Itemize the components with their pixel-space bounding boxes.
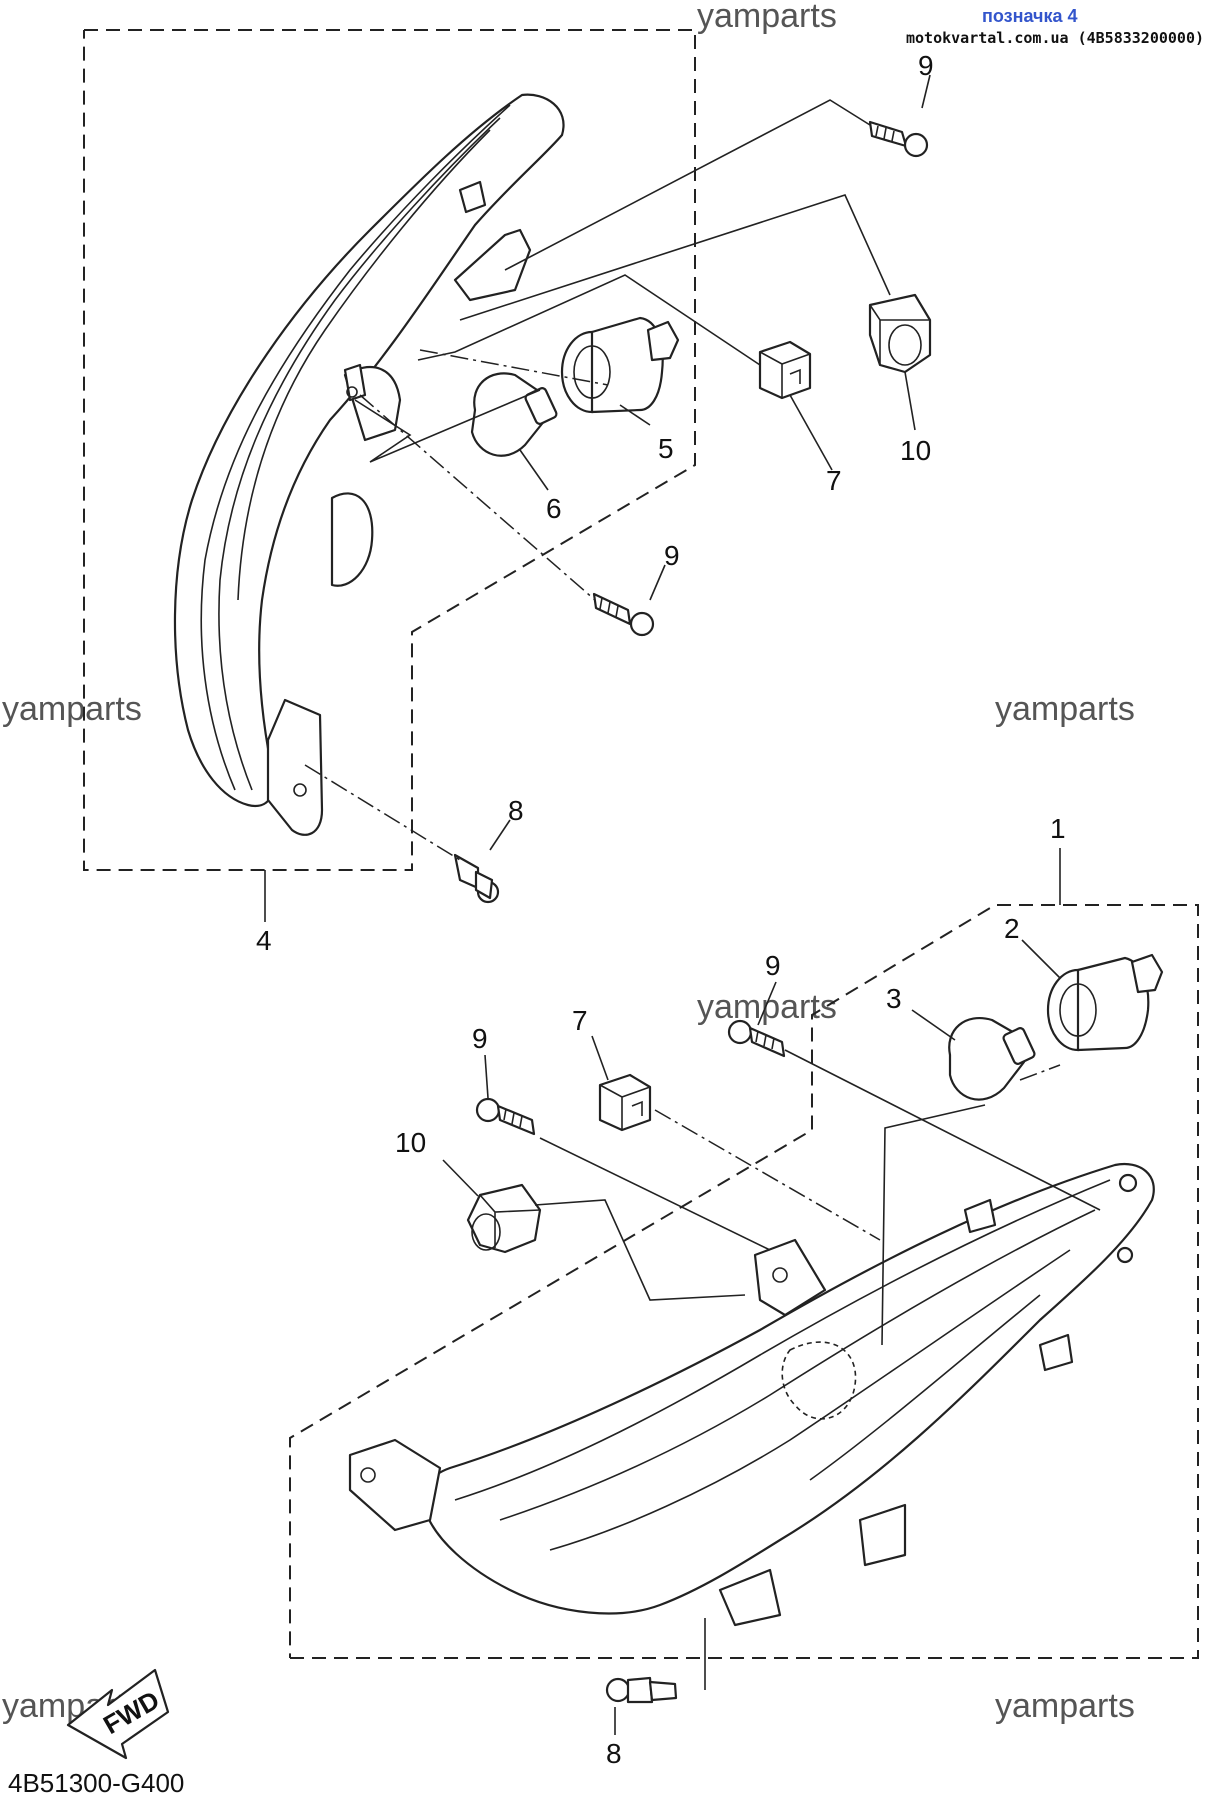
lower-screw-a xyxy=(727,1019,786,1058)
watermark-bottom-right: yamparts xyxy=(995,1687,1135,1725)
assembly-4-boundary xyxy=(83,29,696,871)
leader-lower-b xyxy=(784,1049,1101,1211)
callout-9: 9 xyxy=(664,540,680,571)
fwd-arrow: FWD xyxy=(66,1668,170,1760)
lower-cushion xyxy=(598,1073,652,1132)
watermark-top: yamparts xyxy=(697,0,837,35)
lower-clip xyxy=(466,1183,542,1254)
watermark-right: yamparts xyxy=(995,690,1135,728)
callout-9: 9 xyxy=(918,50,934,81)
callout-9: 9 xyxy=(765,950,781,981)
upper-screw-b xyxy=(592,592,655,637)
callout-8: 8 xyxy=(606,1738,622,1769)
callout-10: 10 xyxy=(900,435,931,466)
callout-10: 10 xyxy=(395,1127,426,1158)
lower-rivet xyxy=(605,1676,678,1704)
callout-8: 8 xyxy=(508,795,524,826)
callout-3: 3 xyxy=(886,983,902,1014)
leader-lower-c xyxy=(534,1199,746,1301)
upper-rivet xyxy=(453,853,500,904)
callout-7: 7 xyxy=(826,465,842,496)
leader-lower-f xyxy=(1019,1064,1061,1081)
leader-upper-f xyxy=(304,764,461,861)
upper-bulb-socket xyxy=(560,316,680,414)
leader-lower-e xyxy=(881,1104,986,1346)
lower-screw-b xyxy=(475,1097,536,1136)
callout-9: 9 xyxy=(472,1023,488,1054)
header-label: позначка 4 xyxy=(982,6,1078,26)
lower-lens-housing xyxy=(348,1162,1155,1627)
leader-upper-g xyxy=(419,349,609,386)
leader-upper-e xyxy=(359,394,596,601)
upper-lens-housing xyxy=(173,93,565,836)
leader-upper-d xyxy=(354,389,541,463)
diagram-code: 4B51300-G400 xyxy=(8,1768,184,1798)
callout-7: 7 xyxy=(572,1005,588,1036)
lower-bulb xyxy=(948,1017,1036,1101)
leader-upper-b xyxy=(459,194,891,321)
assembly-1-boundary xyxy=(289,904,1199,1659)
upper-bulb xyxy=(470,372,558,457)
watermark-middle: yamparts xyxy=(697,988,837,1026)
callout-5: 5 xyxy=(658,433,674,464)
leader-lower-d xyxy=(654,1109,881,1241)
callout-4: 4 xyxy=(256,925,272,956)
leader-upper-a xyxy=(504,99,871,271)
upper-clip xyxy=(868,293,932,374)
upper-screw-a xyxy=(868,120,929,158)
lower-bulb-socket xyxy=(1046,953,1164,1052)
watermark-left: yamparts xyxy=(2,690,142,728)
callout-1: 1 xyxy=(1050,813,1066,844)
leader-upper-c xyxy=(417,274,761,366)
callout-2: 2 xyxy=(1004,913,1020,944)
upper-cushion xyxy=(758,340,812,400)
header-source: motokvartal.com.ua (4B5833200000) xyxy=(906,29,1204,47)
leader-lower-a xyxy=(539,1137,771,1251)
callout-6: 6 xyxy=(546,493,562,524)
